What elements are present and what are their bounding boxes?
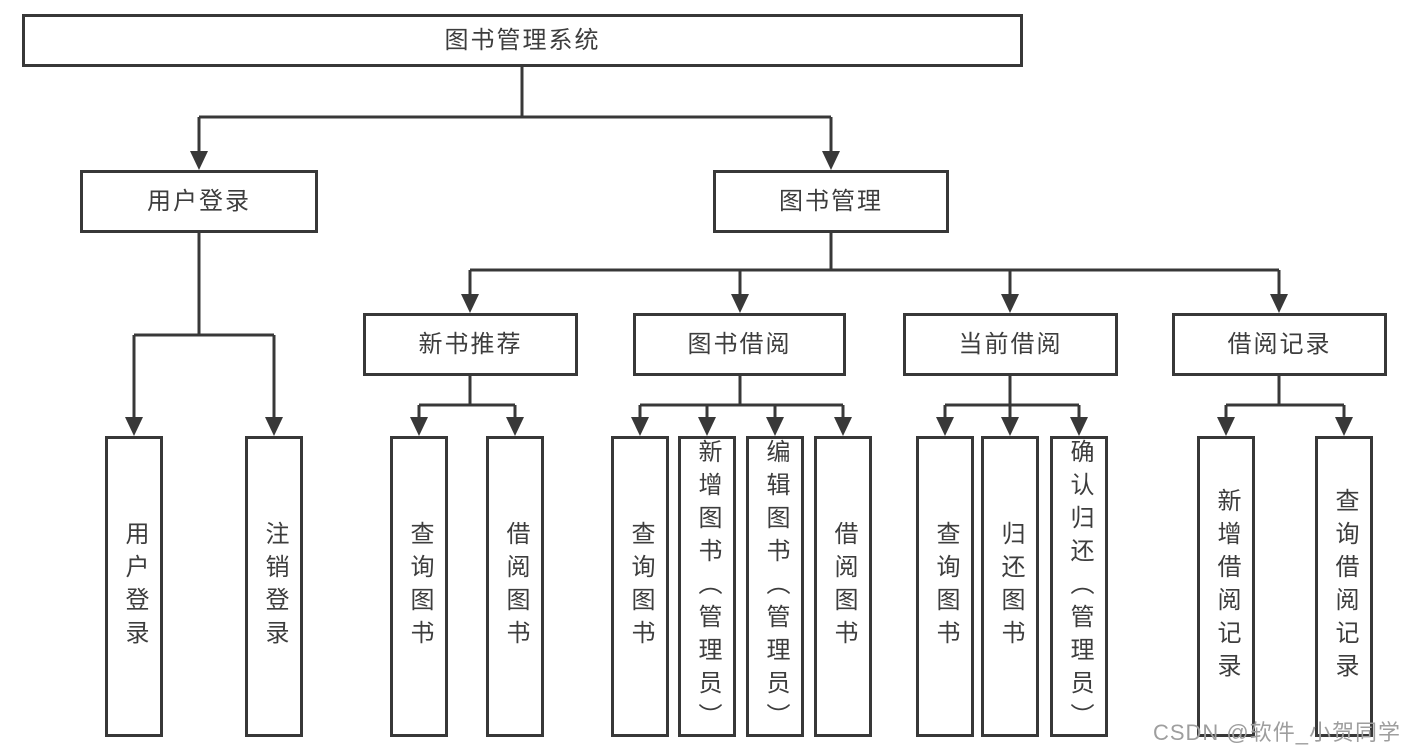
leaf-borrow-books-recommend: 借阅图书: [486, 436, 544, 737]
rail-user-login: [125, 233, 283, 436]
leaf-query-books-borrow: 查询图书: [611, 436, 669, 737]
node-current-borrow: 当前借阅: [903, 313, 1118, 376]
rail-root: [190, 67, 840, 170]
node-borrow-records: 借阅记录: [1172, 313, 1387, 376]
node-book-management-system: 图书管理系统: [22, 14, 1023, 67]
node-book-management: 图书管理: [713, 170, 949, 233]
rail-current-borrow: [936, 376, 1088, 436]
node-book-borrow: 图书借阅: [633, 313, 846, 376]
node-user-login: 用户登录: [80, 170, 318, 233]
rail-book-borrow: [631, 376, 852, 436]
watermark: CSDN @软件_小贺同学: [1152, 720, 1401, 745]
rail-borrow-records: [1217, 376, 1353, 436]
leaf-query-borrow-record: 查询借阅记录: [1315, 436, 1373, 737]
rail-new-book-recommend: [410, 376, 524, 436]
leaf-confirm-return-admin: 确认归还（管理员）: [1050, 436, 1108, 737]
leaf-borrow-books: 借阅图书: [814, 436, 872, 737]
leaf-add-borrow-record: 新增借阅记录: [1197, 436, 1255, 737]
rail-book-management: [461, 233, 1288, 313]
leaf-user-login: 用户登录: [105, 436, 163, 737]
leaf-logout: 注销登录: [245, 436, 303, 737]
node-new-book-recommend: 新书推荐: [363, 313, 578, 376]
leaf-return-book: 归还图书: [981, 436, 1039, 737]
leaf-add-book-admin: 新增图书（管理员）: [678, 436, 736, 737]
leaf-query-books-current: 查询图书: [916, 436, 974, 737]
leaf-edit-book-admin: 编辑图书（管理员）: [746, 436, 804, 737]
leaf-query-books-recommend: 查询图书: [390, 436, 448, 737]
